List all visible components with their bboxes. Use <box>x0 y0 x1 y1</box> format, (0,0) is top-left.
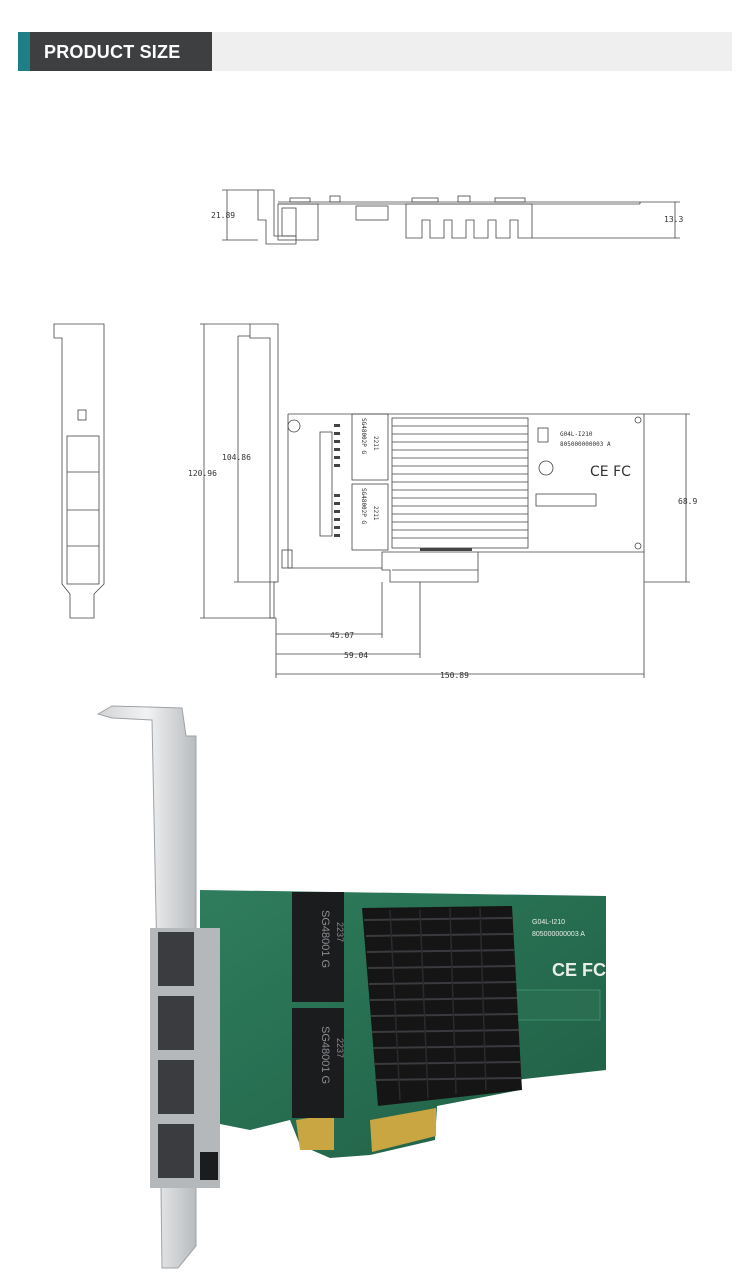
photo-chip-code-1: 2237 <box>335 922 345 942</box>
drawing-model-label: G04L-I210 <box>560 431 593 438</box>
dim-total-height: 120.96 <box>188 469 217 478</box>
photo-chip-code-2: 2237 <box>335 1038 345 1058</box>
drawing-chip-code-1: 2211 <box>372 436 379 451</box>
header-accent-bar <box>18 32 30 71</box>
photo-serial-label: 805000000003 A <box>532 931 585 938</box>
photo-chip-text-2: SG48001 G <box>319 1026 331 1084</box>
photo-chip-text-1: SG48001 G <box>319 910 331 968</box>
dim-side-right: 13.3 <box>664 215 683 224</box>
dim-width-1: 45.07 <box>330 631 354 640</box>
section-header: PRODUCT SIZE <box>18 32 732 71</box>
dim-total-width: 150.89 <box>440 671 469 680</box>
product-photo: SG48001 G SG48001 G 2237 2237 G04L-I210 … <box>96 705 606 1269</box>
dim-pcb-height: 68.9 <box>678 497 697 506</box>
dim-width-2: 59.04 <box>344 651 368 660</box>
dim-inner-height: 104.86 <box>222 453 251 462</box>
section-title: PRODUCT SIZE <box>44 42 181 62</box>
side-view-drawing: 21.89 13.3 <box>211 189 683 245</box>
header-title-block <box>30 32 212 71</box>
drawing-chip-code-2: 2211 <box>372 506 379 521</box>
drawing-chip-text-2: SG48002P G <box>360 488 367 525</box>
photo-model-label: G04L-I210 <box>532 919 565 926</box>
dim-side-left: 21.89 <box>211 211 235 220</box>
drawing-chip-text-1: SG48002P G <box>360 418 367 455</box>
photo-certification-marks: CE FC <box>552 960 606 980</box>
top-view-drawing: 120.96 104.86 68.9 45.07 59.04 150.89 G0… <box>53 323 697 680</box>
drawing-certification-marks: CE FC <box>590 464 631 480</box>
drawing-serial-label: 805000000003 A <box>560 441 611 448</box>
